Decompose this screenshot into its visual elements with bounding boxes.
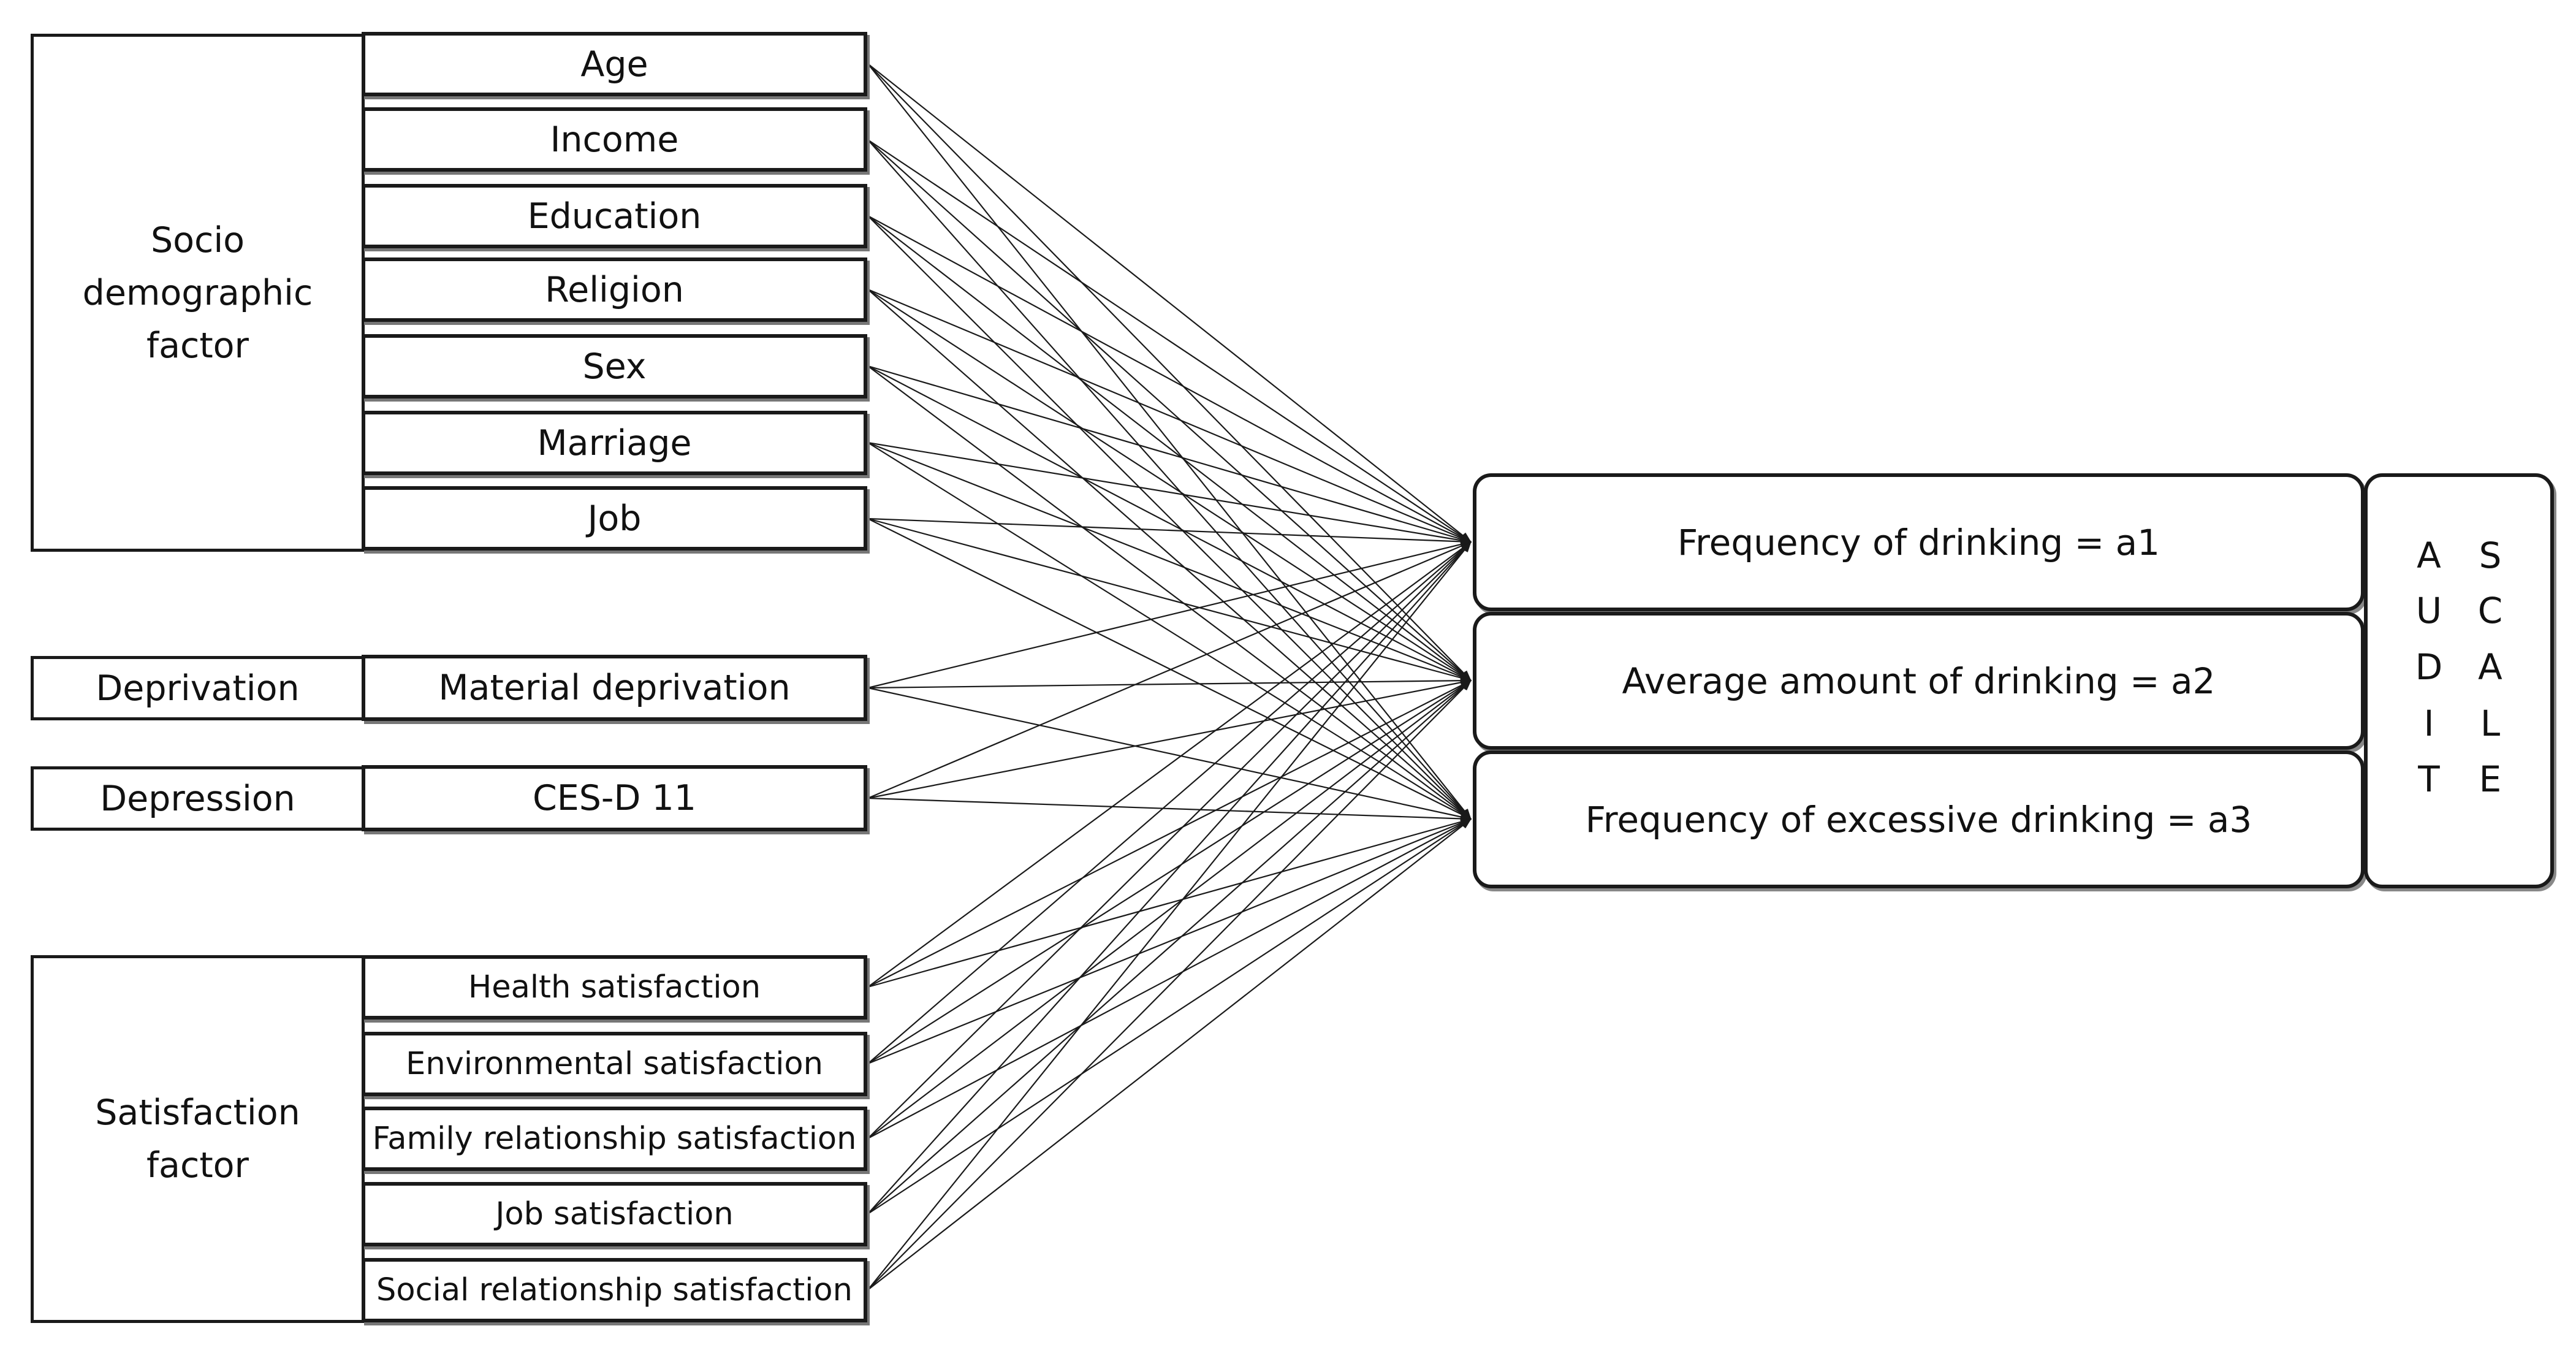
variable-job-satisfaction: Job satisfaction — [362, 1182, 867, 1246]
path-arrow-8-to-a2 — [867, 678, 1472, 799]
path-arrow-12-to-a1 — [867, 541, 1472, 1214]
variable-job-satisfaction-label: Job satisfaction — [495, 1196, 734, 1232]
variable-income-label: Income — [550, 119, 679, 160]
group-satisfaction-line-1: Satisfaction — [95, 1092, 300, 1133]
path-arrow-9-to-a1 — [867, 541, 1472, 988]
path-arrow-13-to-a3 — [867, 818, 1472, 1290]
path-arrow-10-to-a1 — [867, 541, 1472, 1064]
group-satisfaction: Satisfaction factor — [31, 955, 365, 1323]
variable-age-label: Age — [580, 44, 648, 85]
group-deprivation: Deprivation — [31, 656, 365, 720]
path-arrow-0-to-a3 — [867, 63, 1472, 820]
audit-scale-box: A U D I T S C A L E — [2364, 473, 2554, 888]
variable-family-relationship-satisfaction-label: Family relationship satisfaction — [372, 1121, 857, 1157]
variable-social-relationship-satisfaction: Social relationship satisfaction — [362, 1258, 867, 1322]
path-arrow-11-to-a2 — [867, 680, 1472, 1139]
variable-age: Age — [362, 32, 867, 96]
path-arrow-12-to-a3 — [867, 818, 1472, 1214]
path-arrow-1-to-a1 — [867, 139, 1472, 543]
path-arrow-8-to-a3 — [867, 797, 1472, 823]
variable-marriage-label: Marriage — [537, 422, 692, 463]
outcome-average-amount-of-drinking: Average amount of drinking = a2 — [1473, 612, 2365, 750]
scale-letter-l: L — [2480, 703, 2501, 744]
path-arrow-9-to-a3 — [867, 818, 1472, 988]
variable-income: Income — [362, 107, 867, 172]
variable-job-label: Job — [587, 498, 642, 539]
outcome-a1-label: Frequency of drinking = a1 — [1677, 521, 2160, 563]
variable-family-relationship-satisfaction: Family relationship satisfaction — [362, 1107, 867, 1171]
variable-environmental-satisfaction: Environmental satisfaction — [362, 1032, 867, 1096]
audit-letter-a: A — [2417, 535, 2441, 576]
group-socio-line-1: Socio — [150, 219, 245, 261]
variable-education: Education — [362, 184, 867, 248]
audit-letter-d: D — [2415, 646, 2443, 688]
scale-letter-s: S — [2479, 535, 2502, 576]
variable-religion: Religion — [362, 257, 867, 322]
audit-letter-t: T — [2418, 758, 2440, 800]
audit-letter-u: U — [2415, 590, 2442, 631]
path-arrow-8-to-a1 — [867, 541, 1472, 799]
path-arrow-11-to-a3 — [867, 818, 1472, 1139]
variable-environmental-satisfaction-label: Environmental satisfaction — [406, 1046, 823, 1082]
path-arrow-0-to-a1 — [867, 63, 1472, 543]
path-arrow-7-to-a3 — [867, 687, 1472, 821]
path-arrow-3-to-a1 — [867, 288, 1472, 543]
path-arrow-10-to-a3 — [867, 818, 1472, 1065]
outcome-frequency-of-excessive-drinking: Frequency of excessive drinking = a3 — [1473, 750, 2365, 888]
scale-letter-a: A — [2478, 646, 2502, 688]
path-arrow-2-to-a1 — [867, 215, 1472, 543]
audit-letter-i: I — [2423, 703, 2434, 744]
variable-marriage: Marriage — [362, 411, 867, 475]
variable-job: Job — [362, 486, 867, 551]
group-deprivation-label: Deprivation — [96, 668, 300, 709]
path-arrow-0-to-a2 — [867, 63, 1472, 681]
group-satisfaction-line-2: factor — [146, 1145, 249, 1186]
path-arrow-2-to-a2 — [867, 215, 1472, 681]
path-arrow-5-to-a2 — [867, 441, 1472, 682]
scale-letter-e: E — [2479, 758, 2502, 800]
path-arrow-5-to-a1 — [867, 441, 1472, 544]
variable-religion-label: Religion — [545, 269, 684, 310]
path-arrow-9-to-a2 — [867, 680, 1472, 988]
scale-letter-c: C — [2477, 590, 2503, 631]
group-depression: Depression — [31, 766, 365, 831]
path-arrow-6-to-a1 — [867, 517, 1472, 546]
variable-social-relationship-satisfaction-label: Social relationship satisfaction — [376, 1272, 853, 1308]
variable-material-deprivation-label: Material deprivation — [438, 668, 791, 708]
path-arrow-1-to-a3 — [867, 139, 1472, 820]
variable-ces-d-11: CES-D 11 — [362, 765, 867, 831]
path-arrow-2-to-a3 — [867, 215, 1472, 820]
path-arrow-13-to-a1 — [867, 541, 1472, 1290]
path-arrow-7-to-a2 — [867, 676, 1472, 689]
path-arrow-4-to-a2 — [867, 365, 1472, 681]
path-arrow-4-to-a1 — [867, 365, 1472, 543]
outcome-a3-label: Frequency of excessive drinking = a3 — [1585, 798, 2252, 841]
path-arrow-3-to-a3 — [867, 289, 1472, 820]
path-arrow-1-to-a2 — [867, 139, 1472, 681]
group-socio-line-3: factor — [146, 325, 249, 366]
path-arrow-4-to-a3 — [867, 365, 1472, 820]
path-arrow-12-to-a2 — [867, 680, 1472, 1214]
outcome-frequency-of-drinking: Frequency of drinking = a1 — [1473, 473, 2365, 611]
group-depression-label: Depression — [100, 778, 295, 819]
variable-health-satisfaction-label: Health satisfaction — [468, 969, 761, 1005]
path-arrow-11-to-a1 — [867, 541, 1472, 1139]
variable-sex: Sex — [362, 334, 867, 398]
variable-material-deprivation: Material deprivation — [362, 655, 867, 721]
variable-education-label: Education — [527, 196, 702, 237]
path-arrow-13-to-a2 — [867, 680, 1472, 1290]
path-arrow-3-to-a2 — [867, 289, 1472, 681]
variable-ces-d-11-label: CES-D 11 — [532, 778, 697, 818]
variable-sex-label: Sex — [582, 346, 647, 387]
group-socio-line-2: demographic — [82, 272, 313, 313]
path-arrow-7-to-a1 — [867, 540, 1472, 689]
outcome-a2-label: Average amount of drinking = a2 — [1622, 660, 2216, 702]
path-arrow-10-to-a2 — [867, 680, 1472, 1064]
variable-health-satisfaction: Health satisfaction — [362, 955, 867, 1020]
group-socio-demographic: Socio demographic factor — [31, 34, 365, 552]
